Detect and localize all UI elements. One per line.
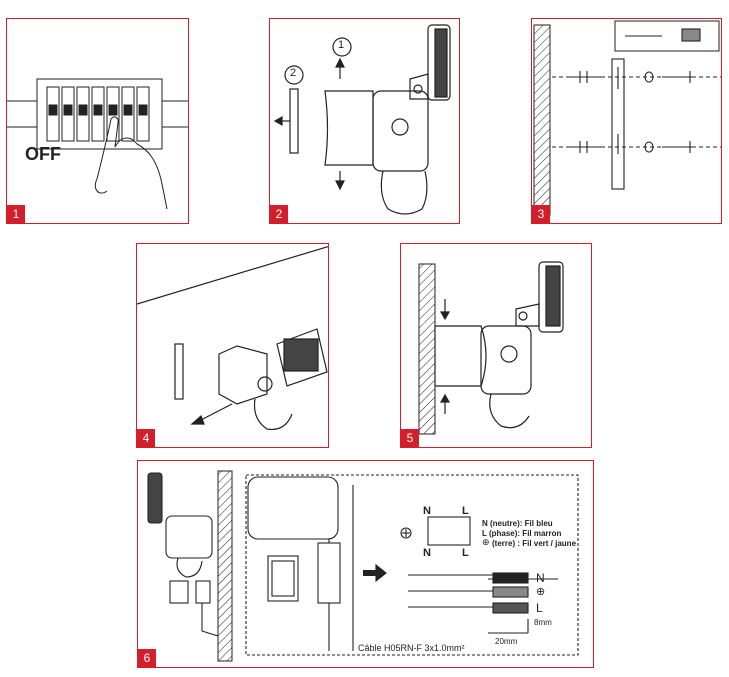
- wall-mounting-illustration: [533, 20, 721, 216]
- terminal-l-bottom: L: [462, 547, 469, 559]
- marker-1: 1: [338, 39, 345, 51]
- step-6-panel: N L N L N (neutre): Fil bleu L (phase): …: [137, 460, 594, 668]
- terminal-n-top: N: [423, 505, 431, 517]
- terminal-l-top: L: [462, 505, 469, 517]
- dimension-20mm: 20mm: [495, 637, 518, 646]
- cable-earth-icon: ⊕: [536, 586, 546, 598]
- cover-removal-illustration: [273, 24, 451, 215]
- wiring-illustration: [147, 470, 579, 662]
- step-number-badge: 4: [137, 429, 155, 447]
- step-4-panel: 4: [136, 243, 329, 448]
- cable-n-label: N: [536, 571, 545, 585]
- breaker-illustration: [7, 78, 188, 210]
- terminal-n-bottom: N: [423, 547, 431, 559]
- step-number-badge: 6: [138, 649, 156, 667]
- legend-neutral: N (neutre): Fil bleu: [482, 519, 553, 528]
- step-2-panel: 1 2 2: [269, 18, 460, 224]
- cable-spec: Câble H05RN-F 3x1.0mm²: [358, 643, 465, 653]
- cover-detach-illustration: [137, 245, 328, 431]
- dimension-8mm: 8mm: [534, 618, 552, 627]
- marker-2: 2: [290, 67, 297, 79]
- step-number-badge: 5: [401, 429, 419, 447]
- step-1-panel: OFF 1: [6, 18, 189, 224]
- legend-phase: L (phase): Fil marron: [482, 529, 562, 538]
- step-number-badge: 3: [532, 205, 550, 223]
- step-3-panel: 3: [531, 18, 722, 224]
- cable-l-label: L: [536, 601, 543, 615]
- fixture-mounting-illustration: [418, 261, 564, 435]
- step-number-badge: 2: [270, 205, 288, 223]
- step-number-badge: 1: [7, 205, 25, 223]
- step-5-panel: 5: [400, 243, 592, 448]
- off-label: OFF: [25, 144, 61, 164]
- legend-earth: (terre) : Fil vert / jaune: [492, 539, 577, 548]
- earth-icon: ⊕: [482, 537, 490, 547]
